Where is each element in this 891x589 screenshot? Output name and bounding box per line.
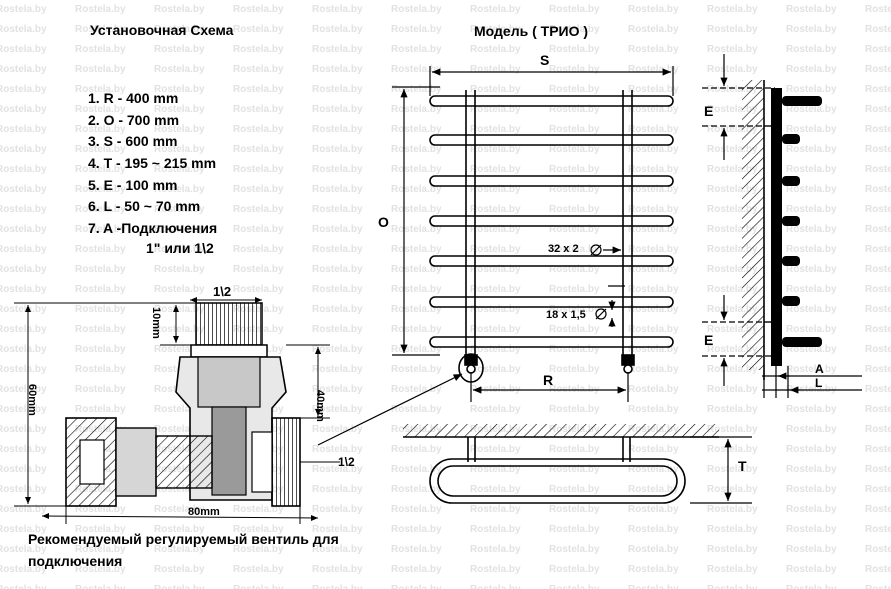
page-title: Установочная Схема bbox=[90, 22, 234, 38]
label-o: O bbox=[378, 214, 389, 230]
spec-item-r: 1. R - 400 mm bbox=[88, 90, 179, 106]
label-a: A bbox=[815, 362, 824, 376]
label-e-bottom: E bbox=[704, 332, 714, 348]
label-pipe-main: 32 x 2 bbox=[548, 243, 579, 255]
label-valve-top-thread: 1\2 bbox=[213, 284, 232, 299]
label-s: S bbox=[540, 52, 550, 68]
label-valve-side-thread: 1\2 bbox=[338, 455, 355, 469]
label-valve-width: 80mm bbox=[188, 506, 220, 518]
label-e-top: E bbox=[704, 103, 714, 119]
spec-item-s: 3. S - 600 mm bbox=[88, 133, 178, 150]
dimension-o bbox=[392, 86, 440, 356]
label-pipe-rung: 18 x 1,5 bbox=[546, 309, 586, 321]
spec-item-a: 7. A -Подключения bbox=[88, 220, 218, 237]
valve-drawing bbox=[14, 297, 463, 524]
label-l: L bbox=[815, 376, 823, 390]
dimension-r bbox=[470, 372, 629, 402]
label-valve-height: 60mm bbox=[26, 384, 38, 416]
label-valve-thread-length: 10mm bbox=[150, 307, 162, 339]
rail-top-view bbox=[403, 424, 752, 504]
dimension-s bbox=[429, 66, 674, 96]
connection-sizes: 1" или 1\2 bbox=[146, 240, 214, 256]
rail-side-view bbox=[702, 54, 862, 398]
spec-item-o: 2. O - 700 mm bbox=[88, 111, 180, 128]
label-valve-inner-height: 40mm bbox=[314, 390, 326, 422]
label-r: R bbox=[543, 372, 554, 388]
spec-item-e: 5. E - 100 mm bbox=[88, 176, 178, 193]
recommendation-caption: Рекомендуемый регулируемый вентиль для п… bbox=[28, 531, 339, 569]
rail-front-view bbox=[429, 90, 674, 383]
spec-item-l: 6. L - 50 ~ 70 mm bbox=[88, 198, 201, 215]
pipe-callouts bbox=[590, 244, 625, 327]
model-title: Модель ( ТРИО ) bbox=[474, 23, 589, 39]
spec-item-t: 4. T - 195 ~ 215 mm bbox=[88, 155, 217, 172]
label-t: T bbox=[738, 458, 747, 474]
spec-list: 1. R - 400 mm 2. O - 700 mm 3. S - 600 m… bbox=[88, 88, 217, 240]
